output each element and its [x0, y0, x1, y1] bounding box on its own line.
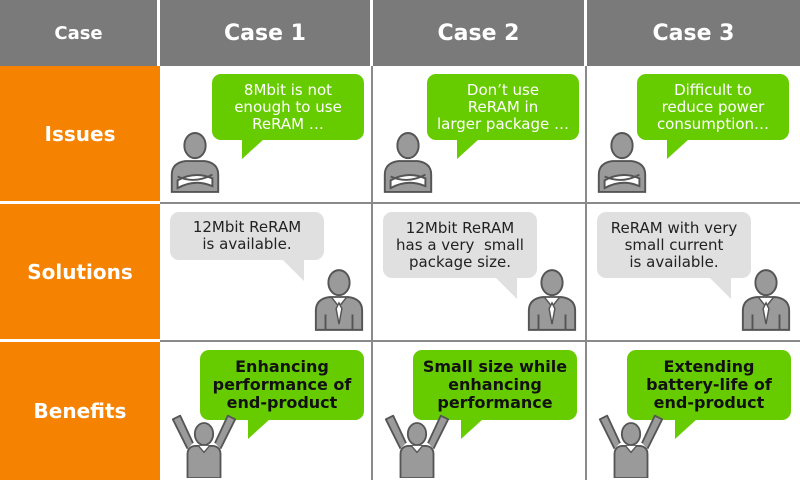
benefit-text-line: Enhancing	[235, 357, 329, 376]
businessman-tie-icon	[312, 268, 366, 332]
issue-cell-case-2: Don’t use ReRAM in larger package …	[373, 66, 587, 204]
benefit-text-line: Small size while	[422, 357, 568, 376]
businessman-tie-icon	[525, 268, 579, 332]
person-arms-raised-icon	[377, 412, 457, 478]
header-corner-case: Case	[0, 0, 160, 66]
solution-bubble: 12Mbit ReRAM has a very small package si…	[383, 212, 537, 278]
issue-cell-case-3: Difficult to reduce power consumption…	[587, 66, 800, 204]
bubble-tail	[495, 277, 517, 299]
bubble-tail	[667, 139, 689, 159]
bubble-tail	[461, 419, 483, 439]
benefit-text-line: battery-life of	[646, 375, 772, 394]
benefit-cell-case-1: Enhancing performance of end-product	[160, 342, 373, 480]
issue-text-line: consumption…	[656, 114, 770, 133]
header-case-1: Case 1	[160, 0, 373, 66]
issue-text-line: ReRAM in	[467, 97, 539, 116]
issue-cell-case-1: 8Mbit is not enough to use ReRAM …	[160, 66, 373, 204]
solution-bubble: 12Mbit ReRAM is available.	[170, 212, 324, 260]
solution-text-line: is available.	[202, 235, 292, 253]
benefit-cell-case-3: Extending battery-life of end-product	[587, 342, 800, 480]
person-arms-crossed-icon	[593, 130, 651, 194]
bubble-tail	[457, 139, 479, 159]
person-arms-crossed-icon	[379, 130, 437, 194]
person-arms-crossed-icon	[166, 130, 224, 194]
solution-text-line: 12Mbit ReRAM	[405, 218, 515, 237]
solution-bubble: ReRAM with very small current is availab…	[597, 212, 751, 278]
benefit-text-line: end-product	[226, 393, 338, 412]
header-case-2: Case 2	[373, 0, 587, 66]
person-arms-raised-icon	[164, 412, 244, 478]
solution-text-line: is available.	[629, 252, 719, 271]
benefit-bubble: Extending battery-life of end-product	[627, 350, 791, 420]
solution-text-line: has a very small	[396, 235, 524, 254]
row-label-issues: Issues	[0, 66, 160, 204]
benefit-cell-case-2: Small size while enhancing performance	[373, 342, 587, 480]
issue-text-line: Don’t use	[466, 80, 540, 99]
businessman-tie-icon	[739, 268, 793, 332]
benefit-text-line: end-product	[653, 393, 765, 412]
bubble-tail	[675, 419, 697, 439]
issue-bubble: 8Mbit is not enough to use ReRAM …	[212, 74, 364, 140]
row-label-benefits: Benefits	[0, 342, 160, 480]
issue-text-line: 8Mbit is not	[243, 80, 333, 99]
person-arms-raised-icon	[591, 412, 671, 478]
solution-text-line: ReRAM with very	[610, 218, 738, 237]
solution-text-line: package size.	[409, 252, 511, 271]
solution-cell-case-1: 12Mbit ReRAM is available.	[160, 204, 373, 342]
issue-bubble: Don’t use ReRAM in larger package …	[427, 74, 579, 140]
solution-text-line: small current	[624, 235, 724, 254]
row-label-solutions: Solutions	[0, 204, 160, 342]
header-case-3: Case 3	[587, 0, 800, 66]
benefit-bubble: Enhancing performance of end-product	[200, 350, 364, 420]
solution-cell-case-2: 12Mbit ReRAM has a very small package si…	[373, 204, 587, 342]
issue-text-line: larger package …	[436, 114, 570, 133]
issue-text-line: reduce power	[661, 97, 765, 116]
bubble-tail	[709, 277, 731, 299]
benefit-bubble: Small size while enhancing performance	[413, 350, 577, 420]
benefit-text-line: performance of	[212, 375, 352, 394]
issue-text-line: Difficult to	[674, 80, 752, 99]
benefit-text-line: enhancing	[448, 375, 542, 394]
issue-text-line: enough to use	[234, 97, 342, 116]
solution-text-line: 12Mbit ReRAM	[192, 218, 302, 236]
solution-cell-case-3: ReRAM with very small current is availab…	[587, 204, 800, 342]
issue-bubble: Difficult to reduce power consumption…	[637, 74, 789, 140]
bubble-tail	[282, 259, 304, 281]
benefit-text-line: Extending	[663, 357, 755, 376]
issue-text-line: ReRAM …	[252, 114, 324, 133]
bubble-tail	[248, 419, 270, 439]
bubble-tail	[242, 139, 264, 159]
benefit-text-line: performance	[437, 393, 553, 412]
